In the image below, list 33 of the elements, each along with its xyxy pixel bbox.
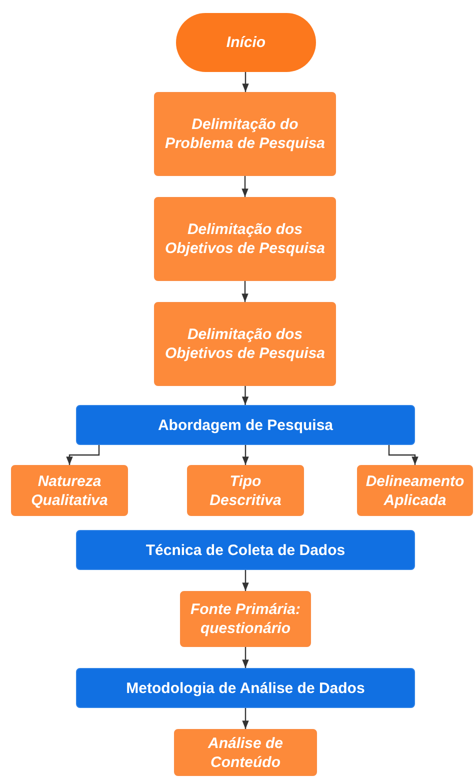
stage-box xyxy=(76,405,415,445)
process-box xyxy=(154,197,336,281)
process-box xyxy=(174,729,317,776)
process-box xyxy=(154,302,336,386)
node-label: Delimitação dos Objetivos de Pesquisa xyxy=(164,325,326,363)
arrow xyxy=(242,176,248,197)
arrow xyxy=(242,570,249,591)
process-box xyxy=(11,465,128,516)
node-label: Abordagem de Pesquisa xyxy=(158,416,334,434)
node-label: Delineamento Aplicada xyxy=(364,472,466,510)
node-label: Metodologia de Análise de Dados xyxy=(126,678,365,698)
arrow xyxy=(388,445,418,465)
node-label: Início xyxy=(226,33,266,52)
node-label: Análise de Conteúdo xyxy=(206,734,284,772)
arrow xyxy=(242,445,249,465)
node-label: Delimitação dos Objetivos de Pesquisa xyxy=(164,220,326,258)
node-label: Delimitação do Problema de Pesquisa xyxy=(164,115,326,153)
arrow xyxy=(66,445,100,465)
node-label: Técnica de Coleta de Dados xyxy=(146,540,346,560)
arrow xyxy=(242,281,248,302)
arrow xyxy=(242,647,249,668)
node-label: Natureza Qualitativa xyxy=(30,472,109,510)
arrow xyxy=(242,386,249,405)
process-box xyxy=(154,92,336,176)
node-label: Fonte Primária: questionário xyxy=(189,600,302,638)
process-box xyxy=(187,465,304,516)
stage-box xyxy=(76,530,415,570)
arrow xyxy=(242,708,249,729)
arrow xyxy=(242,72,249,92)
process-box xyxy=(357,465,473,516)
process-box xyxy=(180,591,311,647)
stage-box xyxy=(76,668,415,708)
node-label: Tipo Descritiva xyxy=(208,472,282,510)
